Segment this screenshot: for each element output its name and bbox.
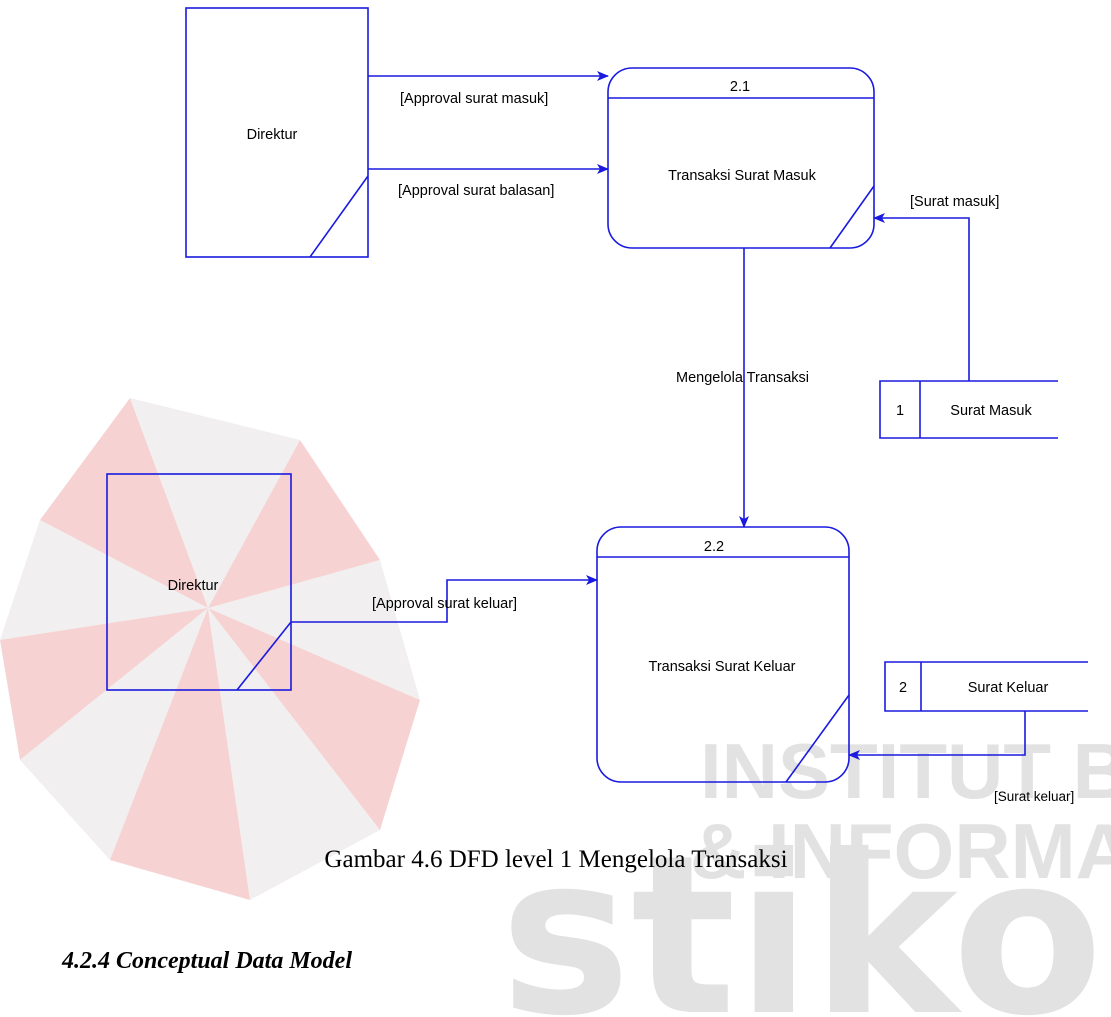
process-number: 2.2 [704,539,724,555]
flow-label: [Surat keluar] [994,789,1074,804]
process-number: 2.1 [730,79,750,95]
flow-label: [Approval surat masuk] [400,91,548,107]
watermark: INSTITUT BISNIS & INFORMATIKA stikom [0,398,1111,1017]
datastore-1[interactable]: 1 Surat Masuk [880,381,1058,438]
entity-label: Direktur [247,127,298,143]
datastore-label: Surat Masuk [950,403,1032,419]
figure-caption: Gambar 4.6 DFD level 1 Mengelola Transak… [324,846,787,873]
datastore-label: Surat Keluar [968,680,1049,696]
entity-direktur-top[interactable]: Direktur [186,8,368,257]
flow-label: [Approval surat balasan] [398,183,554,199]
flow-mengelola-transaksi[interactable]: Mengelola Transaksi [676,248,809,527]
entity-label: Direktur [168,578,219,594]
flow-approval-surat-masuk[interactable]: [Approval surat masuk] [368,76,608,107]
process-label: Transaksi Surat Keluar [649,659,796,675]
flow-approval-surat-balasan[interactable]: [Approval surat balasan] [368,169,608,199]
process-2-1[interactable]: 2.1 Transaksi Surat Masuk [608,68,874,248]
datastore-2[interactable]: 2 Surat Keluar [885,662,1088,711]
datastore-number: 2 [899,680,907,696]
process-label: Transaksi Surat Masuk [668,168,816,184]
flow-label: Mengelola Transaksi [676,370,809,386]
section-heading: 4.2.4 Conceptual Data Model [61,948,352,974]
flow-surat-masuk[interactable]: [Surat masuk] [874,194,999,381]
flow-label: [Surat masuk] [910,194,999,210]
datastore-number: 1 [896,403,904,419]
flow-label: [Approval surat keluar] [372,596,517,612]
watermark-logo-text: stikom [500,808,1111,1017]
